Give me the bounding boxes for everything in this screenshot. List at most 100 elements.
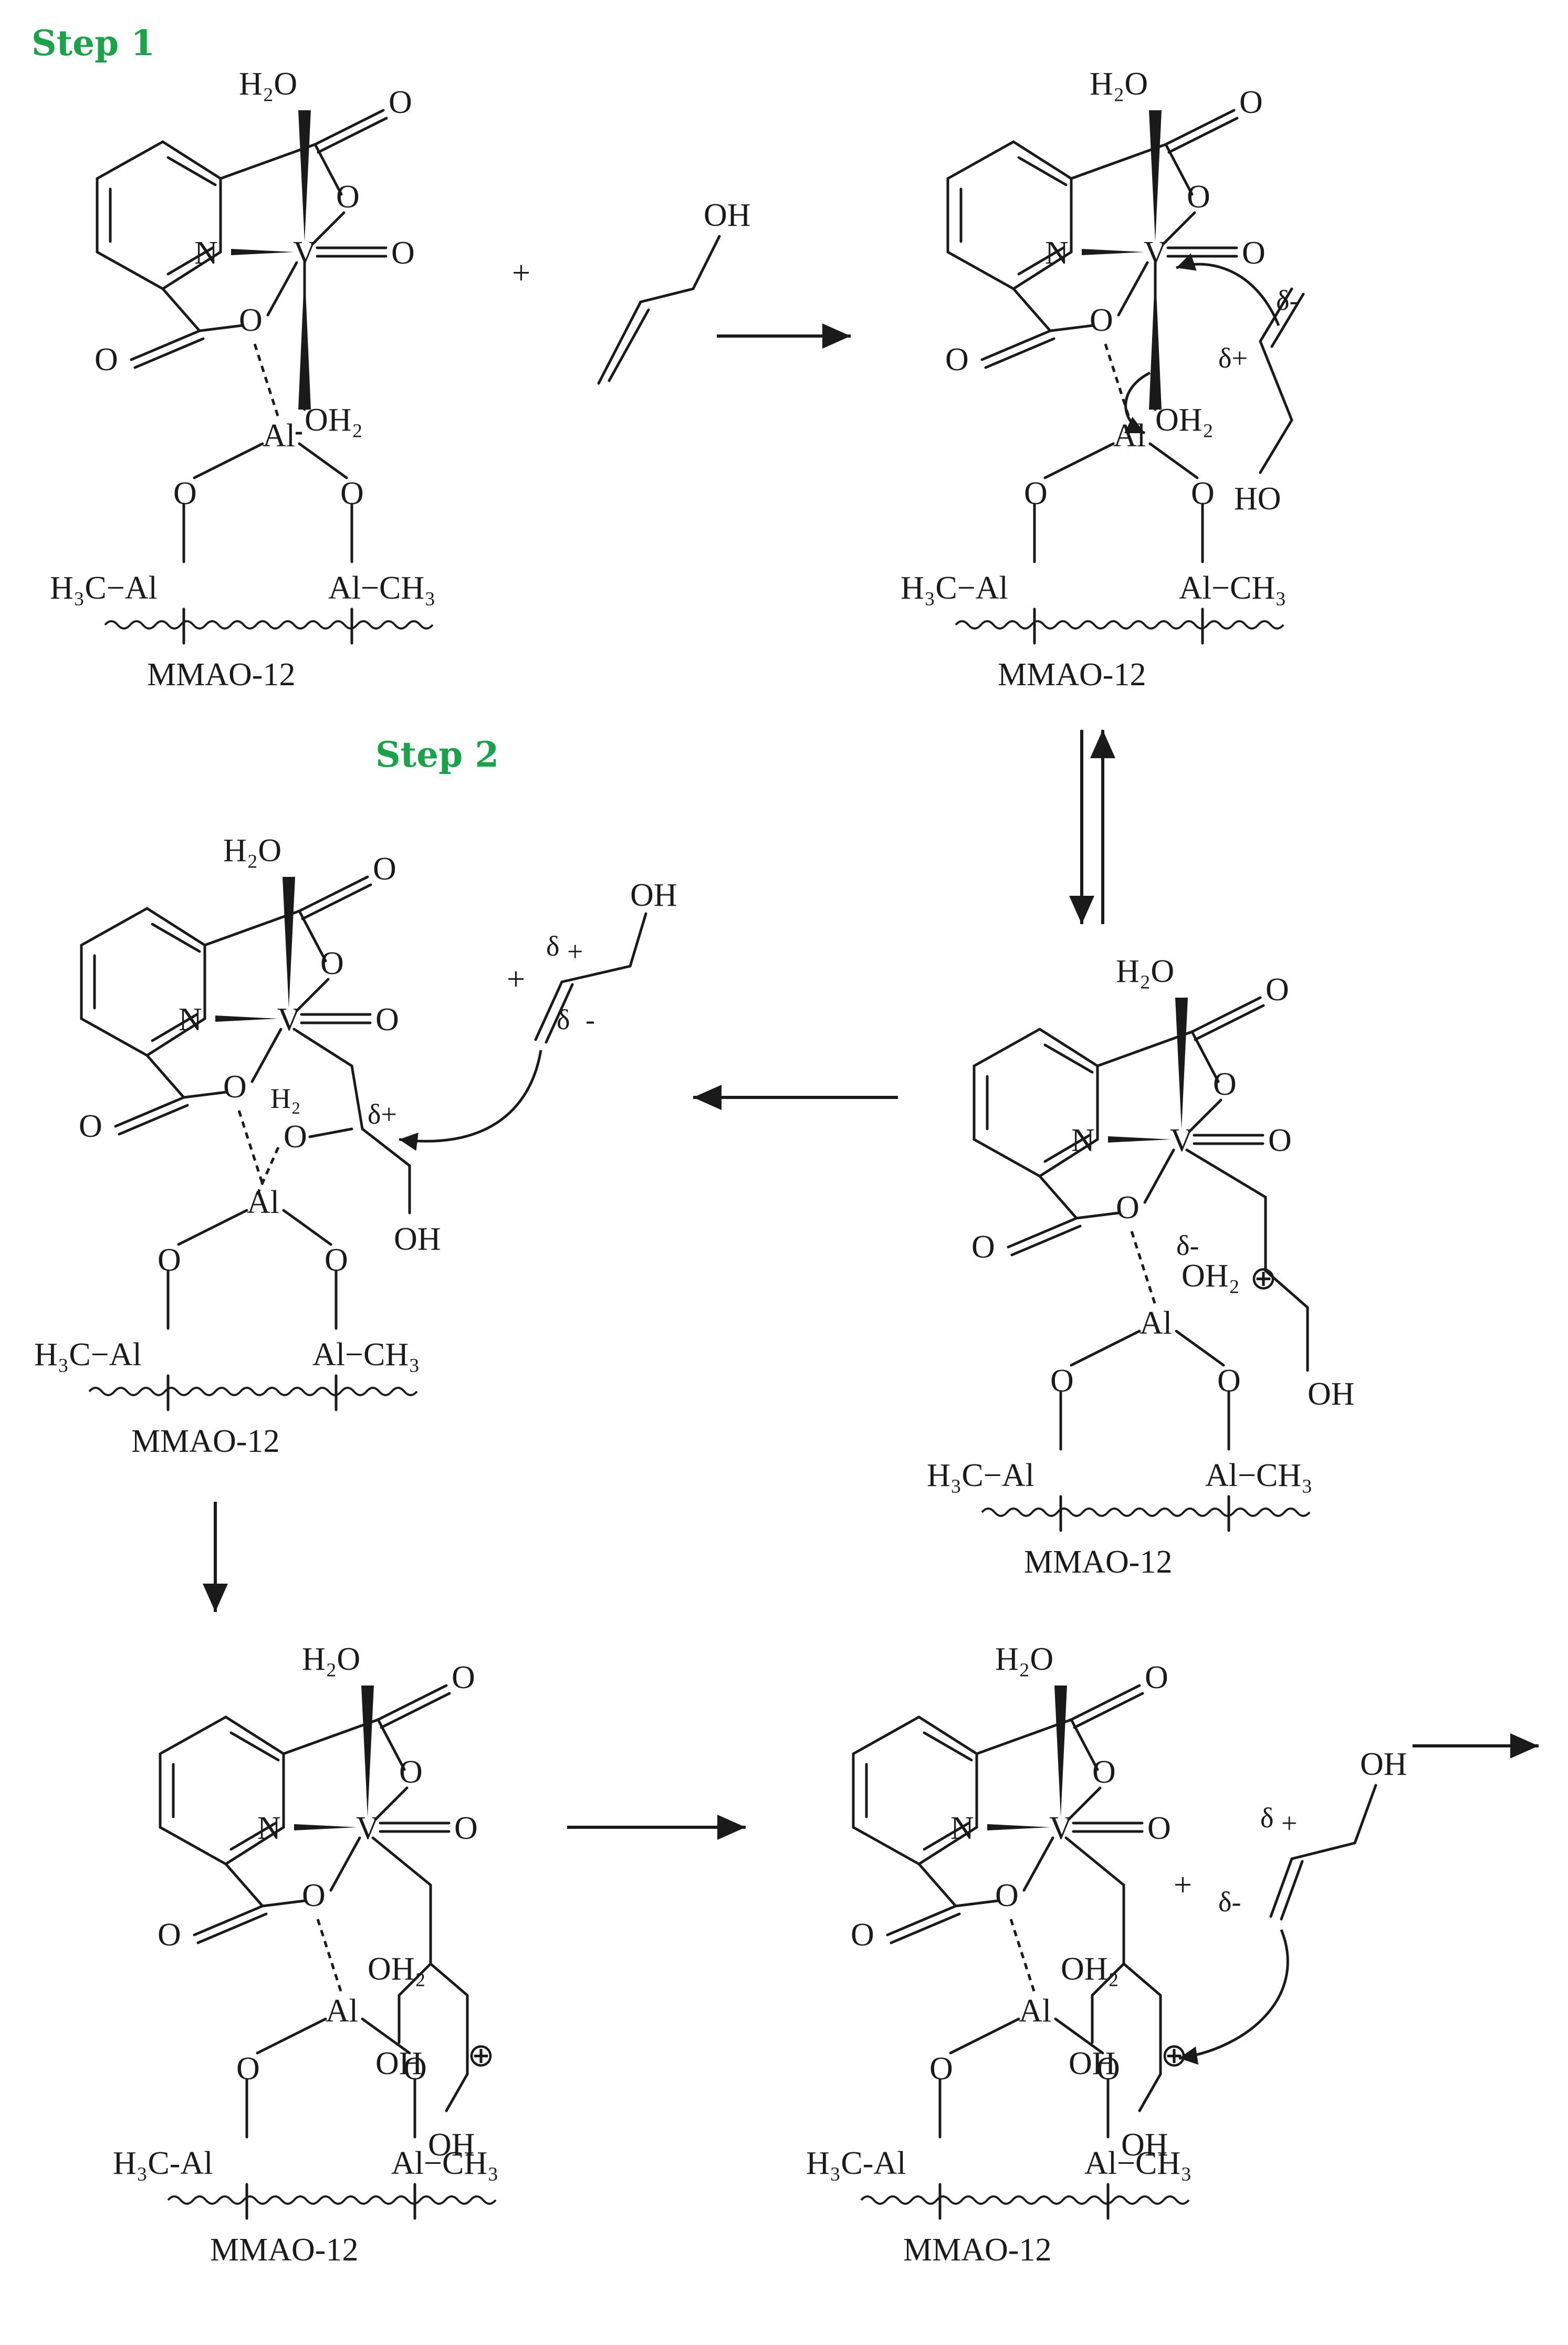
svg-text:O: O bbox=[236, 2051, 260, 2087]
svg-text:O: O bbox=[971, 1229, 995, 1265]
svg-text:N: N bbox=[1071, 1123, 1095, 1158]
complex-b: H₂O O O N V O O O Al OH₂ O O H₃C−Al Al−C… bbox=[901, 66, 1305, 693]
svg-text:O: O bbox=[945, 342, 969, 378]
svg-text:Al−CH₃: Al−CH₃ bbox=[1084, 2145, 1192, 2181]
svg-text:O: O bbox=[454, 1810, 478, 1846]
svg-text:MMAO-12: MMAO-12 bbox=[1024, 1544, 1172, 1580]
svg-text:O: O bbox=[1187, 179, 1210, 215]
svg-text:OH₂: OH₂ bbox=[1182, 1258, 1240, 1294]
svg-text:N: N bbox=[194, 235, 218, 271]
svg-text:O: O bbox=[1266, 972, 1289, 1008]
atom-water-top: H₂O bbox=[239, 66, 297, 102]
svg-text:O: O bbox=[1116, 1190, 1140, 1226]
svg-text:H₃C−Al: H₃C−Al bbox=[901, 570, 1008, 606]
svg-text:OH₂: OH₂ bbox=[1061, 1951, 1119, 1987]
svg-text:Al−CH₃: Al−CH₃ bbox=[1179, 570, 1287, 606]
svg-text:OH: OH bbox=[394, 1221, 441, 1257]
svg-text:OH: OH bbox=[1360, 1746, 1407, 1782]
svg-text:MMAO-12: MMAO-12 bbox=[210, 2232, 358, 2268]
complex-a: H₂O O O N V O O O Al OH₂ O O H₃C−Al Al−C… bbox=[50, 66, 436, 693]
svg-text:Al−CH₃: Al−CH₃ bbox=[312, 1337, 420, 1373]
svg-text:H₂O: H₂O bbox=[1090, 66, 1148, 102]
svg-text:O: O bbox=[403, 2051, 427, 2087]
svg-text:H₂O: H₂O bbox=[302, 1641, 360, 1677]
svg-text:N: N bbox=[257, 1810, 281, 1846]
svg-text:H₂: H₂ bbox=[270, 1083, 301, 1114]
svg-text:Al−CH₃: Al−CH₃ bbox=[391, 2145, 499, 2181]
complex-f: H₂O O O N V O O O Al OH₂ O O H₃C-Al Al−C… bbox=[806, 1641, 1407, 2268]
svg-text:Al: Al bbox=[247, 1185, 279, 1220]
svg-text:O: O bbox=[1092, 1754, 1116, 1790]
svg-text:O: O bbox=[1090, 302, 1113, 338]
svg-text:+: + bbox=[1281, 1807, 1297, 1839]
svg-text:δ-: δ- bbox=[1276, 285, 1299, 316]
svg-text:O: O bbox=[373, 851, 396, 887]
svg-text:+: + bbox=[567, 936, 583, 967]
svg-text:O: O bbox=[302, 1878, 326, 1913]
svg-text:⊕: ⊕ bbox=[467, 2038, 495, 2074]
complex-d: H₂O O O N V O O O Al O O H₃C−Al Al−CH₃ M… bbox=[34, 833, 677, 1459]
svg-text:Al: Al bbox=[326, 1993, 358, 2029]
svg-text:O: O bbox=[391, 235, 415, 271]
svg-text:H₃C−Al: H₃C−Al bbox=[50, 570, 158, 606]
svg-text:O: O bbox=[340, 476, 364, 511]
svg-text:O: O bbox=[158, 1917, 181, 1953]
step-2-label: Step 2 bbox=[375, 734, 499, 775]
svg-text:N: N bbox=[1045, 235, 1069, 271]
svg-text:OH: OH bbox=[1121, 2127, 1168, 2163]
svg-text:O: O bbox=[1096, 2051, 1120, 2087]
svg-text:O: O bbox=[995, 1878, 1019, 1913]
svg-text:δ: δ bbox=[1260, 1802, 1273, 1834]
svg-text:Al−CH₃: Al−CH₃ bbox=[328, 570, 436, 606]
svg-text:δ: δ bbox=[546, 930, 559, 962]
svg-text:O: O bbox=[95, 342, 118, 378]
svg-text:OH: OH bbox=[375, 2046, 423, 2081]
svg-text:O: O bbox=[452, 1660, 475, 1695]
svg-text:HO: HO bbox=[1234, 481, 1281, 517]
svg-text:H₂O: H₂O bbox=[223, 833, 281, 868]
svg-text:OH: OH bbox=[1308, 1376, 1355, 1412]
equilibrium-arrows bbox=[1069, 730, 1115, 924]
svg-text:Al: Al bbox=[1019, 1993, 1051, 2029]
step-1-label: Step 1 bbox=[32, 23, 155, 64]
svg-text:O: O bbox=[851, 1917, 874, 1953]
svg-text:+: + bbox=[512, 255, 530, 291]
svg-text:δ-: δ- bbox=[1176, 1230, 1199, 1261]
svg-text:O: O bbox=[1239, 85, 1263, 120]
svg-text:O: O bbox=[173, 476, 197, 511]
svg-text:H₃C-Al: H₃C-Al bbox=[806, 2145, 906, 2181]
svg-text:O: O bbox=[223, 1069, 247, 1105]
svg-text:OH: OH bbox=[428, 2127, 475, 2163]
svg-text:O: O bbox=[320, 946, 344, 981]
svg-text:O: O bbox=[1050, 1363, 1074, 1399]
svg-text:O: O bbox=[239, 302, 263, 338]
svg-text:O: O bbox=[929, 2051, 953, 2087]
svg-text:OH₂: OH₂ bbox=[368, 1951, 426, 1987]
svg-text:+: + bbox=[507, 961, 525, 997]
allyl-alcohol-reactant: OH bbox=[597, 197, 751, 385]
svg-text:Al−CH₃: Al−CH₃ bbox=[1205, 1458, 1313, 1493]
complex-c: H₂O O O N V O O O Al OH₂ δ- O O H₃C−Al A… bbox=[927, 954, 1355, 1580]
svg-text:+: + bbox=[1174, 1867, 1192, 1903]
complex-e: H₂O O O N V O O O Al OH₂ O O H₃C-Al Al−C… bbox=[113, 1641, 499, 2268]
svg-text:O: O bbox=[1268, 1123, 1292, 1158]
svg-text:⊕: ⊕ bbox=[1250, 1261, 1277, 1296]
svg-text:δ: δ bbox=[557, 1004, 570, 1035]
svg-text:OH₂: OH₂ bbox=[305, 402, 363, 438]
svg-text:OH: OH bbox=[630, 877, 677, 913]
svg-text:MMAO-12: MMAO-12 bbox=[131, 1423, 279, 1459]
svg-text:O: O bbox=[336, 179, 360, 215]
svg-text:H₃C−Al: H₃C−Al bbox=[34, 1337, 142, 1373]
svg-text:V: V bbox=[1144, 235, 1167, 271]
svg-text:O: O bbox=[1217, 1363, 1241, 1399]
svg-text:OH₂: OH₂ bbox=[1155, 402, 1214, 438]
svg-text:δ+: δ+ bbox=[1218, 342, 1248, 374]
svg-text:δ-: δ- bbox=[1218, 1886, 1241, 1918]
svg-text:-: - bbox=[586, 1004, 595, 1035]
svg-text:O: O bbox=[389, 85, 412, 120]
svg-text:⊕: ⊕ bbox=[1161, 2038, 1188, 2074]
vanadium-atom: V bbox=[293, 235, 317, 271]
svg-text:O: O bbox=[325, 1242, 348, 1278]
svg-text:OH: OH bbox=[704, 197, 751, 233]
